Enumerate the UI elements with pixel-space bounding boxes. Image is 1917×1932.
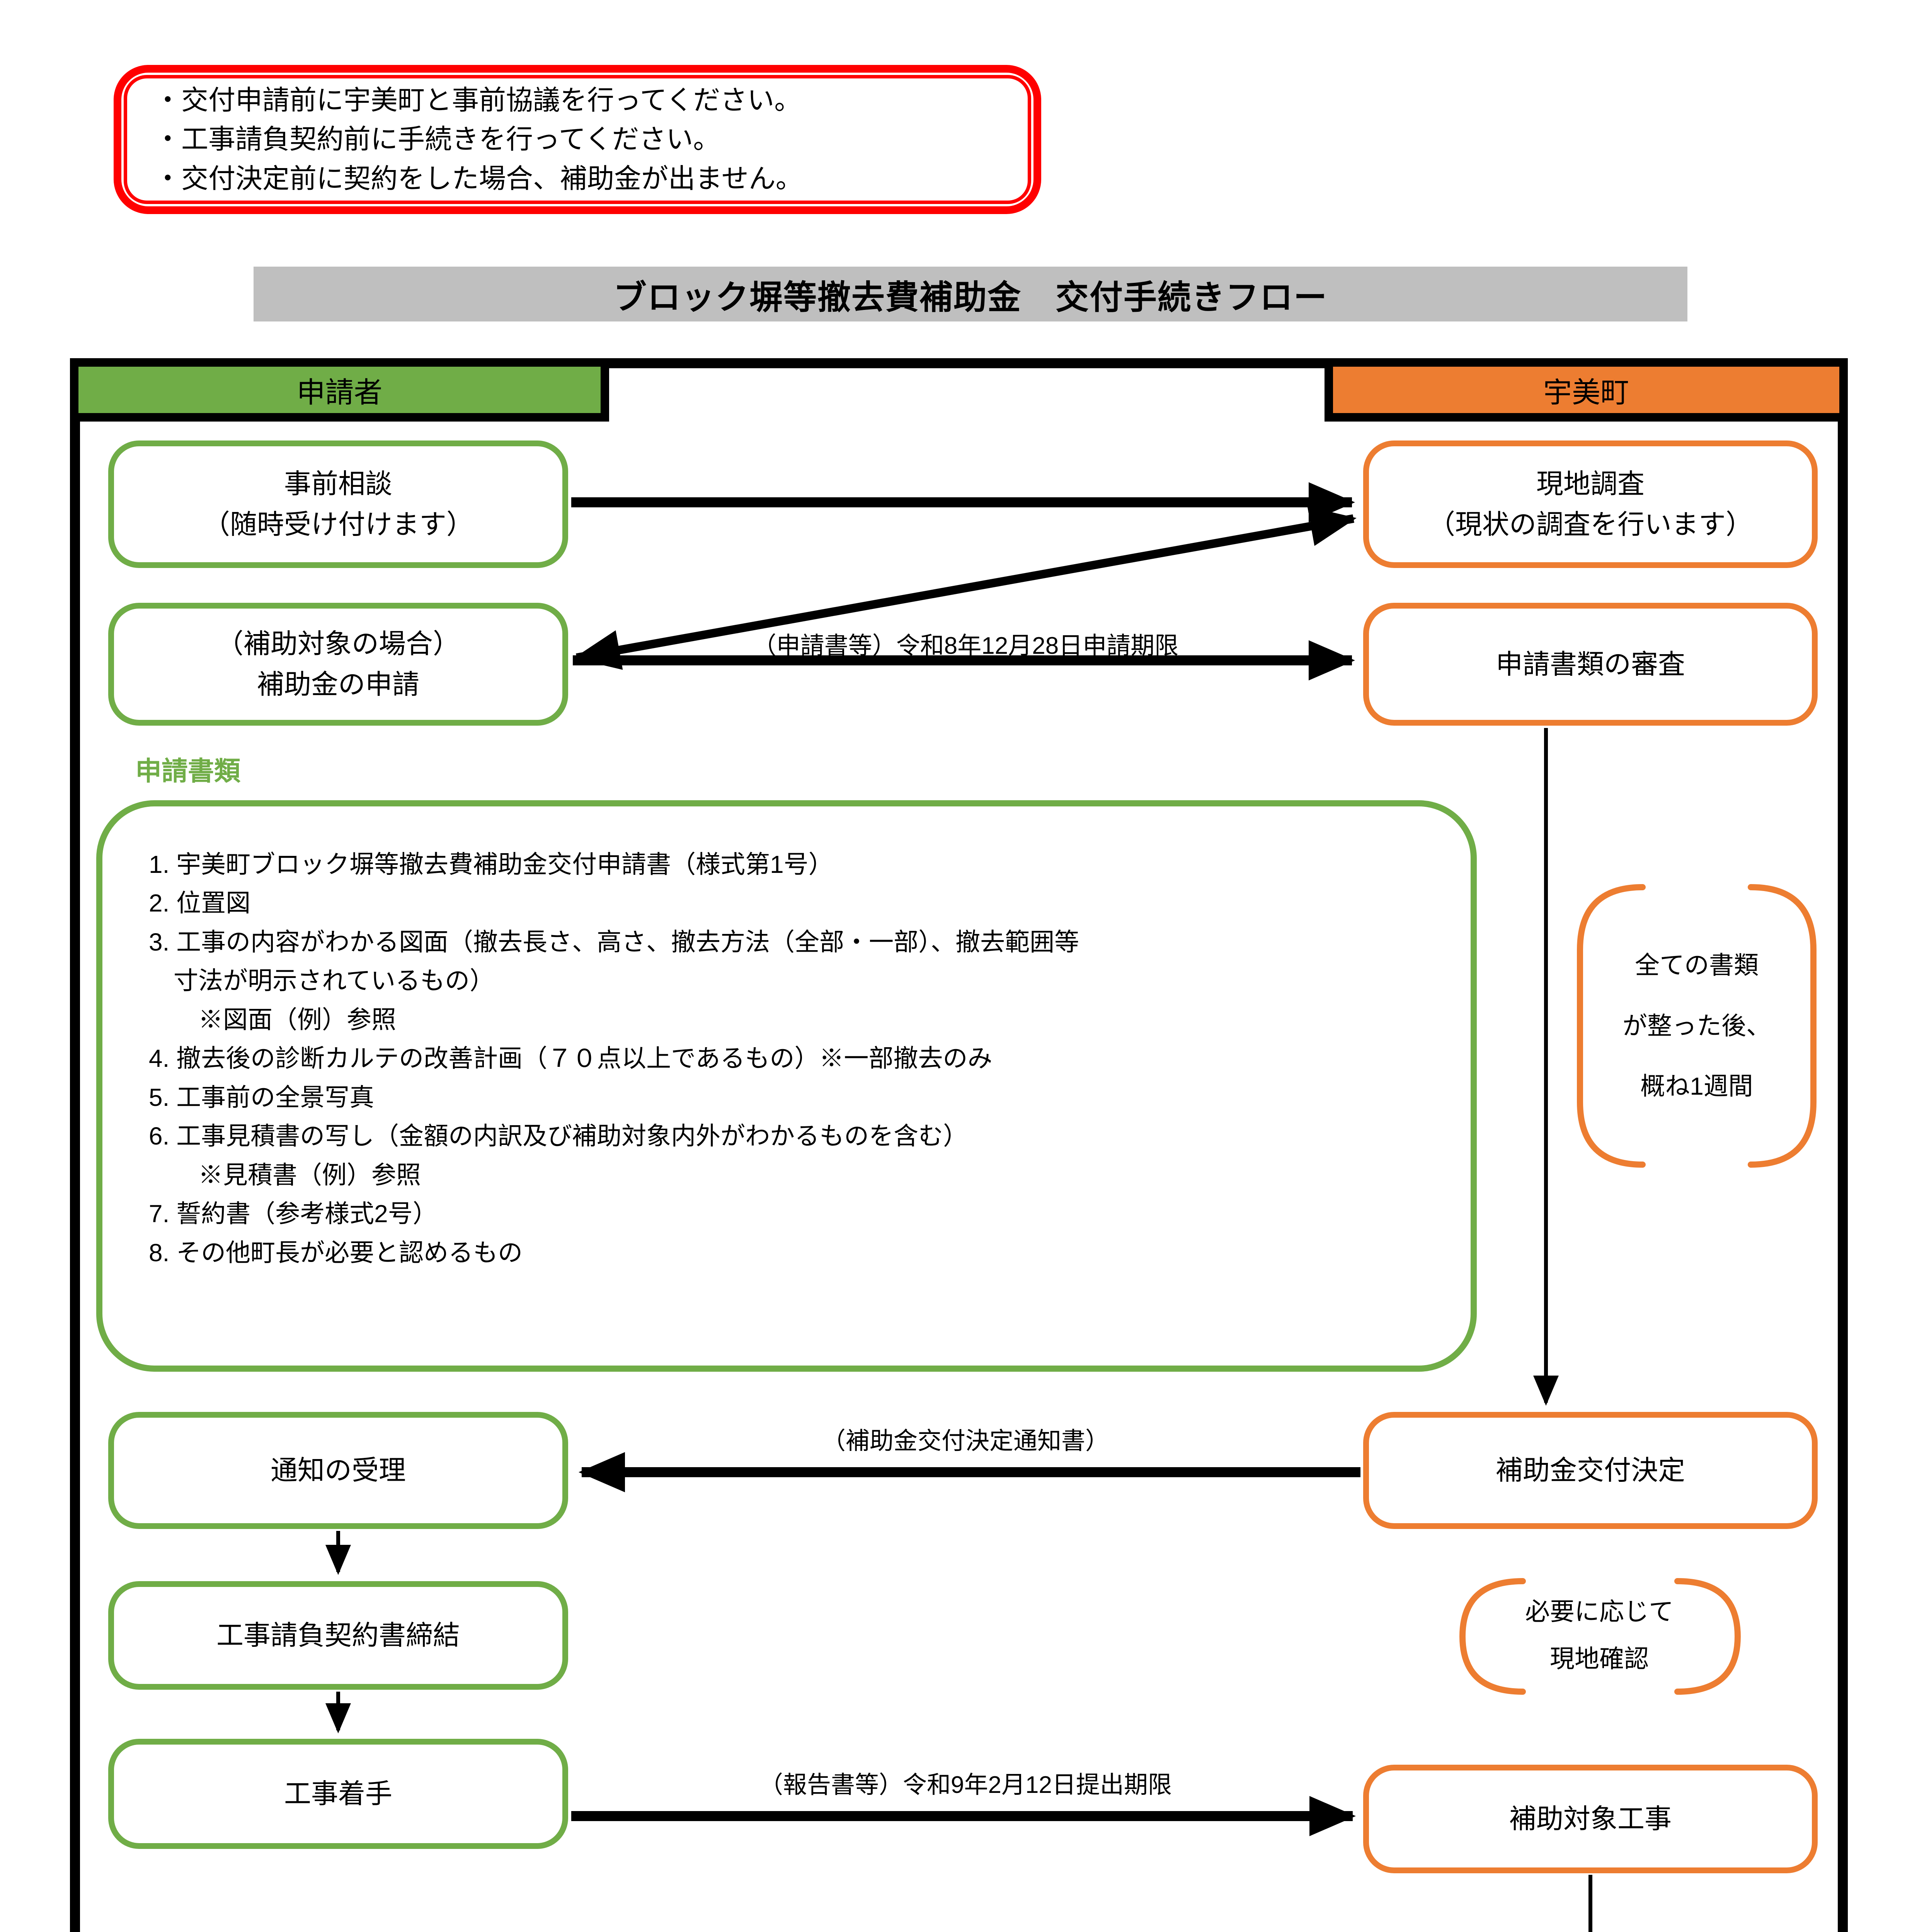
text-line: 補助金交付決定 bbox=[1496, 1455, 1685, 1485]
text-line: 補助金の申請 bbox=[257, 669, 419, 699]
application-docs-list: 1. 宇美町ブロック塀等撤去費補助金交付申請書（様式第1号） 2. 位置図 3. 工… bbox=[102, 806, 1471, 1287]
text-line: 工事請負契約書締結 bbox=[216, 1620, 460, 1650]
text-line: 3. 工事の内容がわかる図面（撤去長さ、高さ、撤去方法（全部・一部）、撤去範囲等 bbox=[149, 928, 1079, 956]
text-line: 1. 宇美町ブロック塀等撤去費補助金交付申請書（様式第1号） bbox=[149, 850, 833, 878]
text-line: 事前相談 bbox=[284, 469, 392, 499]
text-line: ※見積書（例）参照 bbox=[149, 1161, 421, 1189]
text-line: （随時受け付けます） bbox=[203, 509, 473, 539]
text-line: （補助対象の場合） bbox=[216, 629, 460, 659]
box-work-start: 工事着手 bbox=[108, 1739, 568, 1849]
box-grant-decision: 補助金交付決定 bbox=[1363, 1412, 1818, 1529]
text-line: が整った後、 bbox=[1622, 1012, 1771, 1040]
box-pre-consult: 事前相談 （随時受け付けます） bbox=[108, 440, 568, 568]
text-line: （現状の調査を行います） bbox=[1428, 509, 1753, 539]
text-line: 2. 位置図 bbox=[149, 889, 251, 917]
lane-header-applicant: 申請者 bbox=[70, 358, 609, 422]
label-application-deadline: （申請書等）令和8年12月28日申請期限 bbox=[752, 633, 1179, 659]
text-line: ・交付申請前に宇美町と事前協議を行ってください。 bbox=[154, 85, 802, 115]
application-docs-box: 1. 宇美町ブロック塀等撤去費補助金交付申請書（様式第1号） 2. 位置図 3. 工… bbox=[96, 800, 1477, 1372]
bracket-after-docs-right bbox=[1748, 884, 1817, 1168]
text-line: 8. その他町長が必要と認めるもの bbox=[149, 1238, 523, 1267]
bracket-site-check-left bbox=[1459, 1578, 1526, 1695]
box-site-survey: 現地調査 （現状の調査を行います） bbox=[1363, 440, 1818, 568]
text-line: 7. 誓約書（参考様式2号） bbox=[149, 1200, 438, 1228]
text-line: 現地調査 bbox=[1536, 469, 1645, 499]
arrow-survey-apply-diagonal bbox=[574, 506, 1357, 670]
warning-box: ・交付申請前に宇美町と事前協議を行ってください。・工事請負契約前に手続きを行って… bbox=[114, 65, 1041, 214]
lane-header-town: 宇美町 bbox=[1325, 358, 1848, 422]
text-line: 5. 工事前の全景写真 bbox=[149, 1083, 375, 1111]
bracket-after-docs-left bbox=[1577, 884, 1646, 1168]
note-after-docs: 全ての書類が整った後、概ね1週間 bbox=[1579, 885, 1815, 1167]
bracket-site-check-right bbox=[1674, 1578, 1741, 1695]
text-line: 必要に応じて bbox=[1525, 1597, 1674, 1626]
text-line: ・工事請負契約前に手続きを行ってください。 bbox=[154, 124, 720, 155]
page-title: ブロック塀等撤去費補助金 交付手続きフロー bbox=[254, 267, 1687, 321]
label-grant-notice: （補助金交付決定通知書） bbox=[821, 1428, 1110, 1454]
box-notice-1: 通知の受理 bbox=[108, 1412, 568, 1529]
box-contract: 工事請負契約書締結 bbox=[108, 1581, 568, 1690]
text-line: 通知の受理 bbox=[271, 1455, 406, 1485]
text-line: 寸法が明示されているもの） bbox=[149, 967, 495, 995]
warning-box-inner: ・交付申請前に宇美町と事前協議を行ってください。・工事請負契約前に手続きを行って… bbox=[124, 75, 1031, 204]
section-label-report-docs: 報告書類 bbox=[112, 1926, 217, 1932]
note-site-check: 必要に応じて現地確認 bbox=[1461, 1578, 1738, 1692]
box-subsidy-work: 補助対象工事 bbox=[1363, 1765, 1818, 1873]
text-line: ・交付決定前に契約をした場合、補助金が出ません。 bbox=[154, 163, 803, 194]
section-label-application-docs: 申請書類 bbox=[135, 757, 241, 786]
box-apply: （補助対象の場合） 補助金の申請 bbox=[108, 603, 568, 726]
text-line: 4. 撤去後の診断カルテの改善計画（７０点以上であるもの）※一部撤去のみ bbox=[149, 1044, 993, 1073]
text-line: 全ての書類 bbox=[1635, 951, 1759, 979]
text-line: 申請書類の審査 bbox=[1496, 649, 1685, 679]
text-line: 概ね1週間 bbox=[1640, 1072, 1753, 1100]
text-line: 6. 工事見積書の写し（金額の内訳及び補助対象内外がわかるものを含む） bbox=[149, 1122, 968, 1150]
label-report-deadline: （報告書等）令和9年2月12日提出期限 bbox=[759, 1772, 1172, 1798]
text-line: ※図面（例）参照 bbox=[149, 1005, 396, 1034]
text-line: 工事着手 bbox=[284, 1779, 392, 1809]
text-line: 補助対象工事 bbox=[1509, 1804, 1672, 1834]
text-line: 現地確認 bbox=[1550, 1645, 1649, 1673]
box-review: 申請書類の審査 bbox=[1363, 603, 1818, 726]
